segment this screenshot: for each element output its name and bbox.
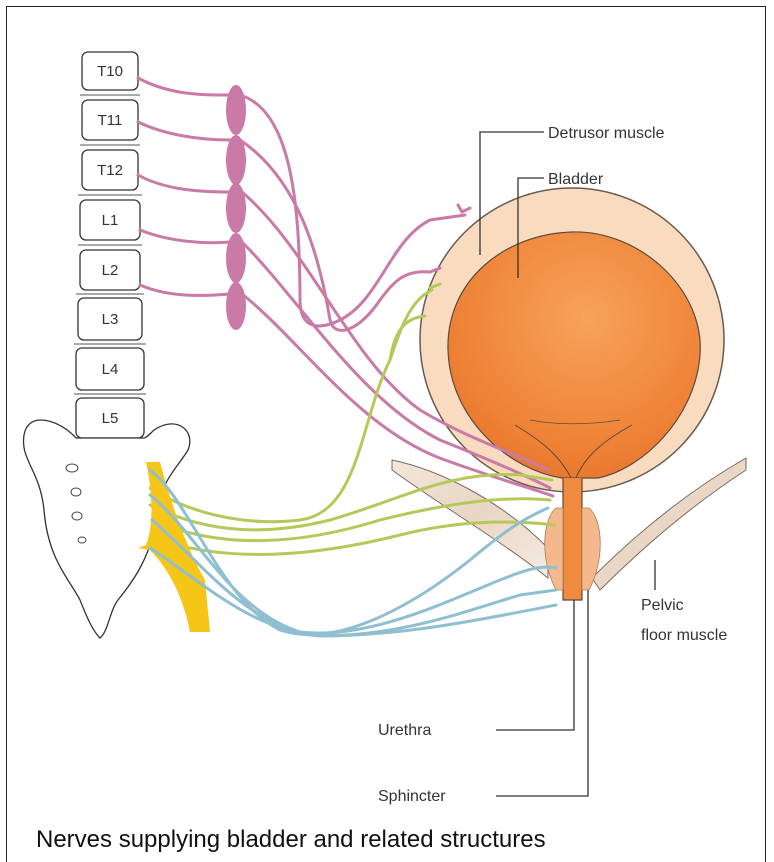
sphincter-label: Sphincter [378,788,446,805]
vertebra-label-l1: L1 [102,212,119,229]
vertebra-label-t11: T11 [98,112,123,129]
detrusor-muscle-label: Detrusor muscle [548,125,665,142]
vertebra-label-l5: L5 [102,410,119,427]
bladder [420,188,724,600]
figure-caption: Nerves supplying bladder and related str… [36,826,546,854]
vertebra-label-t12: T12 [97,162,123,179]
vertebra-label-l4: L4 [102,361,119,378]
vertebra-label-l3: L3 [102,311,119,328]
urethra-tube [563,478,582,600]
vertebra-label-t10: T10 [97,63,123,80]
somatic-nerves [150,470,556,636]
vertebra-label-l2: L2 [102,262,119,279]
bladder-label: Bladder [548,171,604,188]
pelvic-floor-label-line2: floor muscle [641,627,727,644]
pelvic-floor-label-line1: Pelvic [641,597,684,614]
urethra-label: Urethra [378,722,431,739]
